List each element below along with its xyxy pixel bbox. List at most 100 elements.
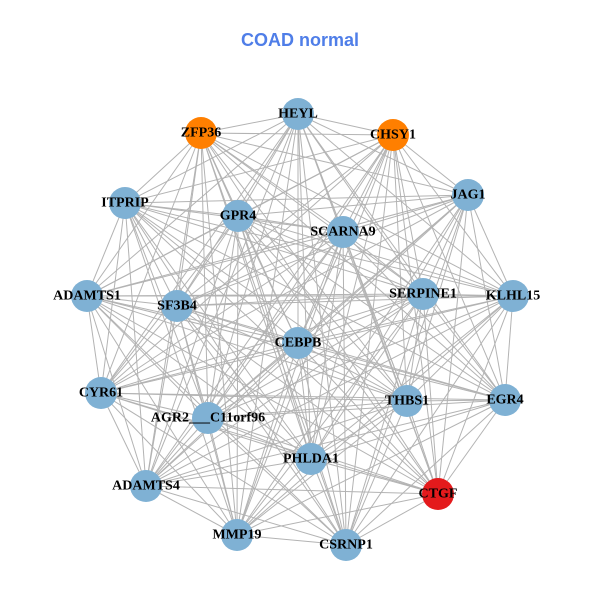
node-circle[interactable] <box>422 478 454 510</box>
edge-thbs1-agr2___c11orf96 <box>207 400 408 419</box>
edge-chsy1-thbs1 <box>392 134 408 402</box>
edge-ctgf-thbs1 <box>406 400 439 495</box>
node-agr2-c11orf96[interactable]: AGR2___C11orf96 <box>151 402 265 434</box>
edge-csrnp1-adamts4 <box>145 485 347 546</box>
node-label: CEBPB <box>275 336 322 351</box>
node-circle[interactable] <box>282 98 314 130</box>
edge-adamts1-cebpb <box>86 295 299 344</box>
node-heyl[interactable]: HEYL <box>278 98 318 130</box>
node-label: AGR2___C11orf96 <box>151 411 265 426</box>
node-circle[interactable] <box>295 443 327 475</box>
node-circle[interactable] <box>221 519 253 551</box>
node-circle[interactable] <box>407 278 439 310</box>
node-label: ZFP36 <box>181 126 221 141</box>
node-chsy1[interactable]: CHSY1 <box>370 119 416 151</box>
node-circle[interactable] <box>185 117 217 149</box>
edge-klhl15-itprip <box>124 202 514 297</box>
edge-phlda1-agr2___c11orf96 <box>207 417 312 460</box>
node-egr4[interactable]: EGR4 <box>486 384 524 416</box>
edge-egr4-zfp36 <box>200 132 506 401</box>
node-sf3b4[interactable]: SF3B4 <box>157 290 197 322</box>
edge-mmp19-phlda1 <box>236 458 312 536</box>
node-label: THBS1 <box>385 394 429 409</box>
edge-ctgf-zfp36 <box>200 132 439 495</box>
edge-ctgf-sf3b4 <box>176 305 439 495</box>
node-circle[interactable] <box>222 200 254 232</box>
edge-mmp19-itprip <box>124 202 238 536</box>
edge-klhl15-zfp36 <box>200 132 514 297</box>
edge-adamts1-thbs1 <box>86 295 408 402</box>
edge-cyr61-agr2___c11orf96 <box>100 392 209 419</box>
node-label: ITPRIP <box>101 196 149 211</box>
edge-klhl15-sf3b4 <box>176 295 514 307</box>
node-itprip[interactable]: ITPRIP <box>101 187 149 219</box>
edge-heyl-chsy1 <box>297 113 394 136</box>
node-csrnp1[interactable]: CSRNP1 <box>319 529 373 561</box>
edge-adamts1-zfp36 <box>86 132 202 297</box>
edge-heyl-itprip <box>124 113 299 204</box>
node-label: EGR4 <box>486 393 523 408</box>
node-mmp19[interactable]: MMP19 <box>213 519 262 551</box>
node-cyr61[interactable]: CYR61 <box>79 377 123 409</box>
node-zfp36[interactable]: ZFP36 <box>181 117 221 149</box>
edge-agr2___c11orf96-sf3b4 <box>176 305 209 419</box>
node-circle[interactable] <box>330 529 362 561</box>
node-circle[interactable] <box>391 385 423 417</box>
edge-ctgf-mmp19 <box>236 493 439 536</box>
edge-egr4-sf3b4 <box>176 305 506 401</box>
node-adamts4[interactable]: ADAMTS4 <box>112 470 180 502</box>
node-jag1[interactable]: JAG1 <box>451 179 486 211</box>
node-circle[interactable] <box>452 179 484 211</box>
node-label: ADAMTS4 <box>112 479 180 494</box>
edge-heyl-adamts4 <box>145 113 299 487</box>
node-circle[interactable] <box>192 402 224 434</box>
node-cebpb[interactable]: CEBPB <box>275 327 322 359</box>
edge-mmp19-serpine1 <box>236 293 424 536</box>
node-label: PHLDA1 <box>283 452 339 467</box>
edge-zfp36-thbs1 <box>200 132 408 402</box>
edge-sf3b4-cebpb <box>176 305 299 344</box>
node-label: JAG1 <box>451 188 486 203</box>
node-circle[interactable] <box>109 187 141 219</box>
node-circle[interactable] <box>161 290 193 322</box>
node-circle[interactable] <box>489 384 521 416</box>
node-phlda1[interactable]: PHLDA1 <box>283 443 339 475</box>
edge-heyl-zfp36 <box>200 113 299 134</box>
edge-ctgf-scarna9 <box>342 231 439 495</box>
edge-klhl15-adamts4 <box>145 295 514 487</box>
node-circle[interactable] <box>130 470 162 502</box>
node-gpr4[interactable]: GPR4 <box>220 200 257 232</box>
edge-cyr61-cebpb <box>100 342 299 394</box>
node-scarna9[interactable]: SCARNA9 <box>310 216 376 248</box>
edge-klhl15-mmp19 <box>236 295 514 536</box>
edge-gpr4-cebpb <box>237 215 299 344</box>
edge-adamts4-phlda1 <box>145 458 312 487</box>
edge-zfp36-scarna9 <box>200 132 344 233</box>
edge-chsy1-zfp36 <box>200 132 394 136</box>
node-label: SF3B4 <box>157 299 197 314</box>
node-circle[interactable] <box>497 280 529 312</box>
node-serpine1[interactable]: SERPINE1 <box>389 278 457 310</box>
node-circle[interactable] <box>282 327 314 359</box>
edge-egr4-agr2___c11orf96 <box>207 399 506 419</box>
node-klhl15[interactable]: KLHL15 <box>486 280 540 312</box>
edge-adamts1-agr2___c11orf96 <box>86 295 209 419</box>
node-circle[interactable] <box>85 377 117 409</box>
node-label: ADAMTS1 <box>53 289 121 304</box>
edge-cyr61-adamts1 <box>86 295 102 394</box>
node-circle[interactable] <box>71 280 103 312</box>
edge-chsy1-egr4 <box>392 134 506 401</box>
edge-csrnp1-zfp36 <box>200 132 347 546</box>
node-ctgf[interactable]: CTGF <box>419 478 458 510</box>
node-circle[interactable] <box>327 216 359 248</box>
node-circle[interactable] <box>377 119 409 151</box>
node-label: MMP19 <box>213 528 262 543</box>
node-thbs1[interactable]: THBS1 <box>385 385 429 417</box>
edge-serpine1-phlda1 <box>310 293 424 460</box>
node-adamts1[interactable]: ADAMTS1 <box>53 280 121 312</box>
node-label: CTGF <box>419 487 458 502</box>
edge-egr4-ctgf <box>437 399 506 495</box>
edge-phlda1-cebpb <box>297 342 312 460</box>
edge-chsy1-jag1 <box>392 134 469 196</box>
edge-egr4-phlda1 <box>310 399 506 460</box>
